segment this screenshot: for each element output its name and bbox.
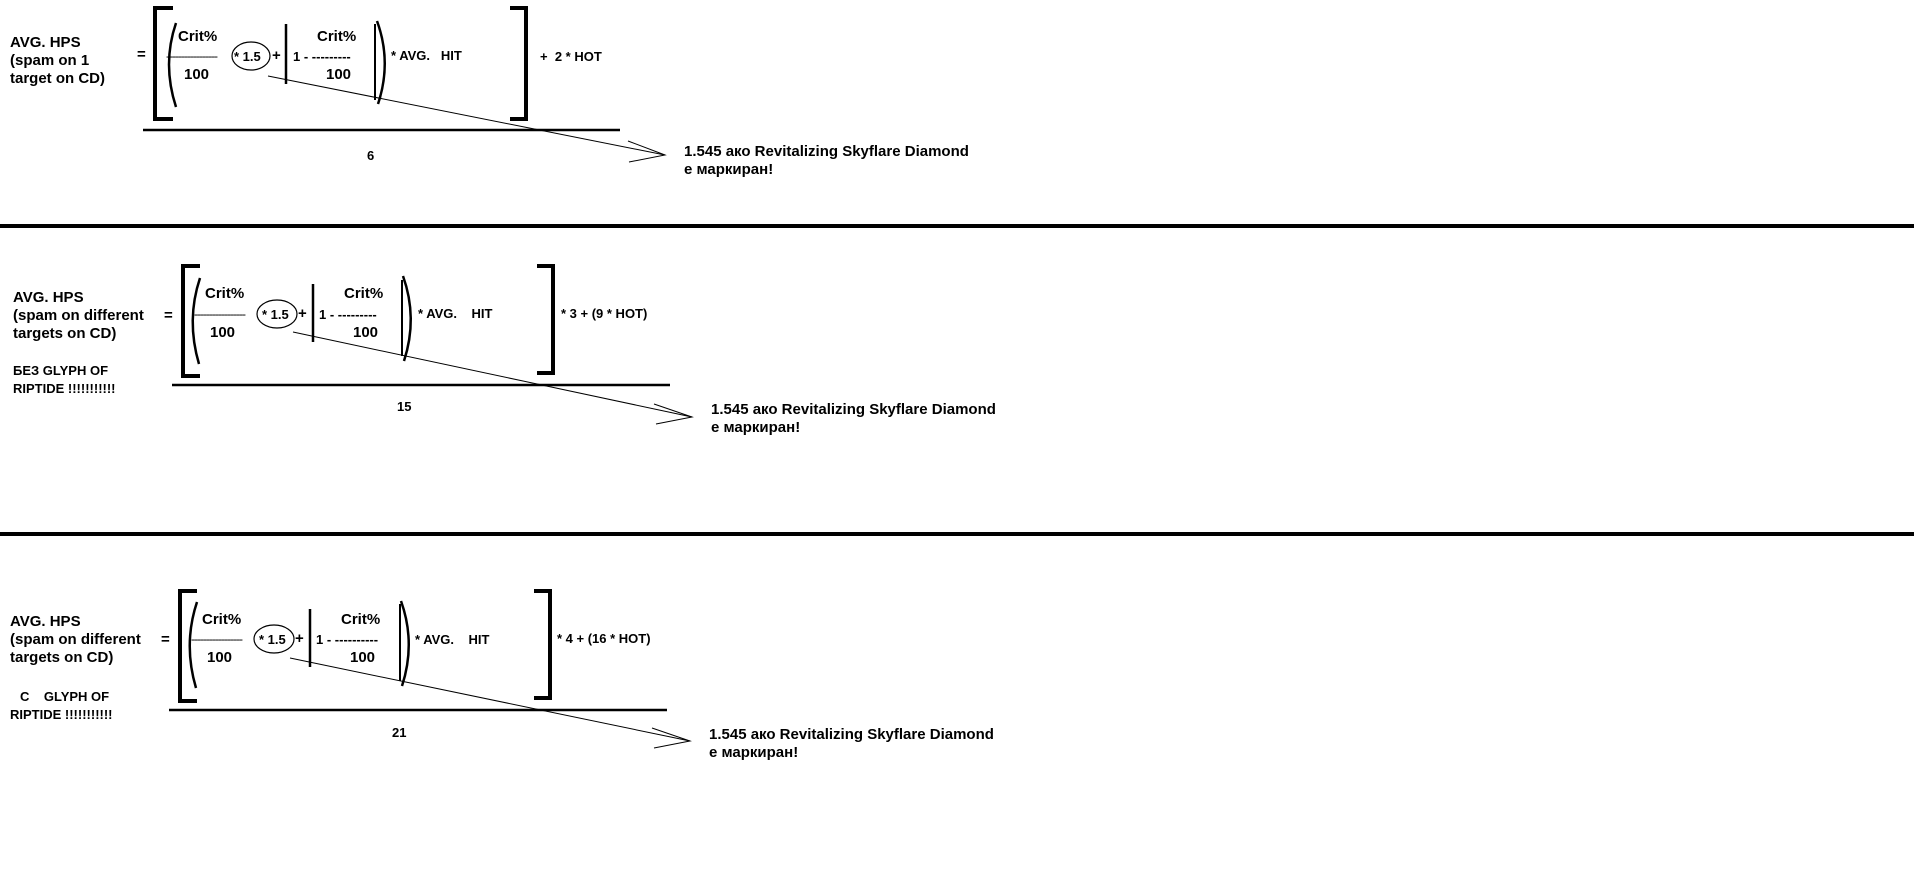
arrow-head	[653, 403, 694, 425]
formula-block-1: AVG. HPS (spam on 1 target on CD) = Crit…	[0, 0, 1914, 290]
plus-sign: +	[272, 47, 281, 64]
crit-multiplier: * 1.5	[262, 307, 289, 322]
crit-percent-2: Crit%	[341, 611, 381, 628]
formula-label-line: AVG. HPS	[13, 289, 84, 306]
formula-label-line: AVG. HPS	[10, 34, 81, 51]
annotation-line: 1.545 ако Revitalizing Skyflare Diamond	[709, 726, 994, 743]
formula-label-line: AVG. HPS	[10, 613, 81, 630]
formula-label-line: targets on CD)	[10, 649, 114, 666]
hundred: 100	[184, 66, 210, 83]
annotation-line: е маркиран!	[684, 161, 774, 178]
formula-tail: * 3 + (9 * HOT)	[561, 306, 648, 321]
left-square-bracket	[181, 264, 200, 378]
glyph-note-line: БЕЗ GLYPH OF	[13, 363, 109, 378]
hundred-2: 100	[350, 649, 376, 666]
one-minus: 1 - ----------	[316, 632, 379, 647]
left-square-bracket	[178, 589, 197, 703]
formula-label-line: (spam on different	[13, 307, 144, 324]
section-divider	[0, 532, 1914, 536]
glyph-note-line: С GLYPH OF	[20, 689, 110, 704]
right-paren	[399, 600, 410, 687]
right-paren	[401, 275, 412, 362]
circled-multiplier	[231, 41, 271, 71]
hundred-2: 100	[353, 324, 379, 341]
one-minus: 1 - ---------	[319, 307, 377, 322]
formula-tail: * 4 + (16 * HOT)	[557, 631, 651, 646]
formula-label-line: targets on CD)	[13, 325, 117, 342]
annotation-arrow	[292, 331, 693, 418]
glyph-note-line: RIPTIDE !!!!!!!!!!!	[13, 381, 116, 396]
circled-multiplier	[253, 624, 295, 654]
right-square-bracket	[537, 264, 555, 375]
formula-block-2: AVG. HPS (spam on different targets on C…	[0, 256, 1914, 546]
glyph-note-line: RIPTIDE !!!!!!!!!!!	[10, 707, 113, 722]
right-paren	[375, 20, 386, 105]
formula-tail: + 2 * HOT	[540, 49, 602, 64]
equals-sign: =	[161, 631, 170, 648]
plus-sign: +	[295, 630, 304, 647]
section-divider	[0, 224, 1914, 228]
hundred: 100	[207, 649, 233, 666]
avg-hit: * AVG. HIT	[391, 48, 462, 63]
annotation-line: е маркиран!	[709, 744, 799, 761]
hundred: 100	[210, 324, 236, 341]
hundred-2: 100	[326, 66, 352, 83]
plus-sign: +	[298, 305, 307, 322]
denominator: 15	[397, 399, 412, 414]
annotation-line: 1.545 ако Revitalizing Skyflare Diamond	[684, 143, 969, 160]
crit-multiplier: * 1.5	[259, 632, 286, 647]
formula-label-line: (spam on 1	[10, 52, 90, 69]
left-paren	[188, 601, 199, 689]
avg-hit: * AVG. HIT	[418, 306, 493, 321]
fraction-dashes: -----------------	[191, 632, 243, 646]
formula-label-line: target on CD)	[10, 70, 105, 87]
formula-label-line: (spam on different	[10, 631, 141, 648]
right-square-bracket	[510, 6, 528, 121]
left-paren	[191, 277, 202, 365]
arrow-head	[627, 140, 667, 163]
crit-percent: Crit%	[178, 28, 218, 45]
annotation-line: е маркиран!	[711, 419, 801, 436]
bracket-and-fraction-lines	[169, 589, 692, 749]
crit-percent: Crit%	[202, 611, 242, 628]
annotation-arrow	[289, 657, 691, 742]
equals-sign: =	[164, 307, 173, 324]
fraction-dashes: -----------------	[166, 49, 218, 63]
crit-percent-2: Crit%	[344, 285, 384, 302]
fraction-dashes: -----------------	[194, 307, 246, 321]
equals-sign: =	[137, 46, 146, 63]
arrow-head	[651, 727, 692, 749]
left-square-bracket	[153, 6, 173, 121]
crit-percent-2: Crit%	[317, 28, 357, 45]
left-paren	[167, 22, 178, 108]
right-square-bracket	[534, 589, 552, 700]
denominator: 21	[392, 725, 407, 740]
denominator: 6	[367, 148, 375, 163]
formula-block-3: AVG. HPS (spam on different targets on C…	[0, 582, 1914, 872]
bracket-and-fraction-lines	[143, 6, 667, 163]
circled-multiplier	[256, 299, 298, 329]
crit-multiplier: * 1.5	[234, 49, 261, 64]
bracket-and-fraction-lines	[172, 264, 694, 425]
annotation-arrow	[267, 75, 666, 156]
annotation-line: 1.545 ако Revitalizing Skyflare Diamond	[711, 401, 996, 418]
avg-hit: * AVG. HIT	[415, 632, 490, 647]
crit-percent: Crit%	[205, 285, 245, 302]
one-minus: 1 - ---------	[293, 49, 351, 64]
